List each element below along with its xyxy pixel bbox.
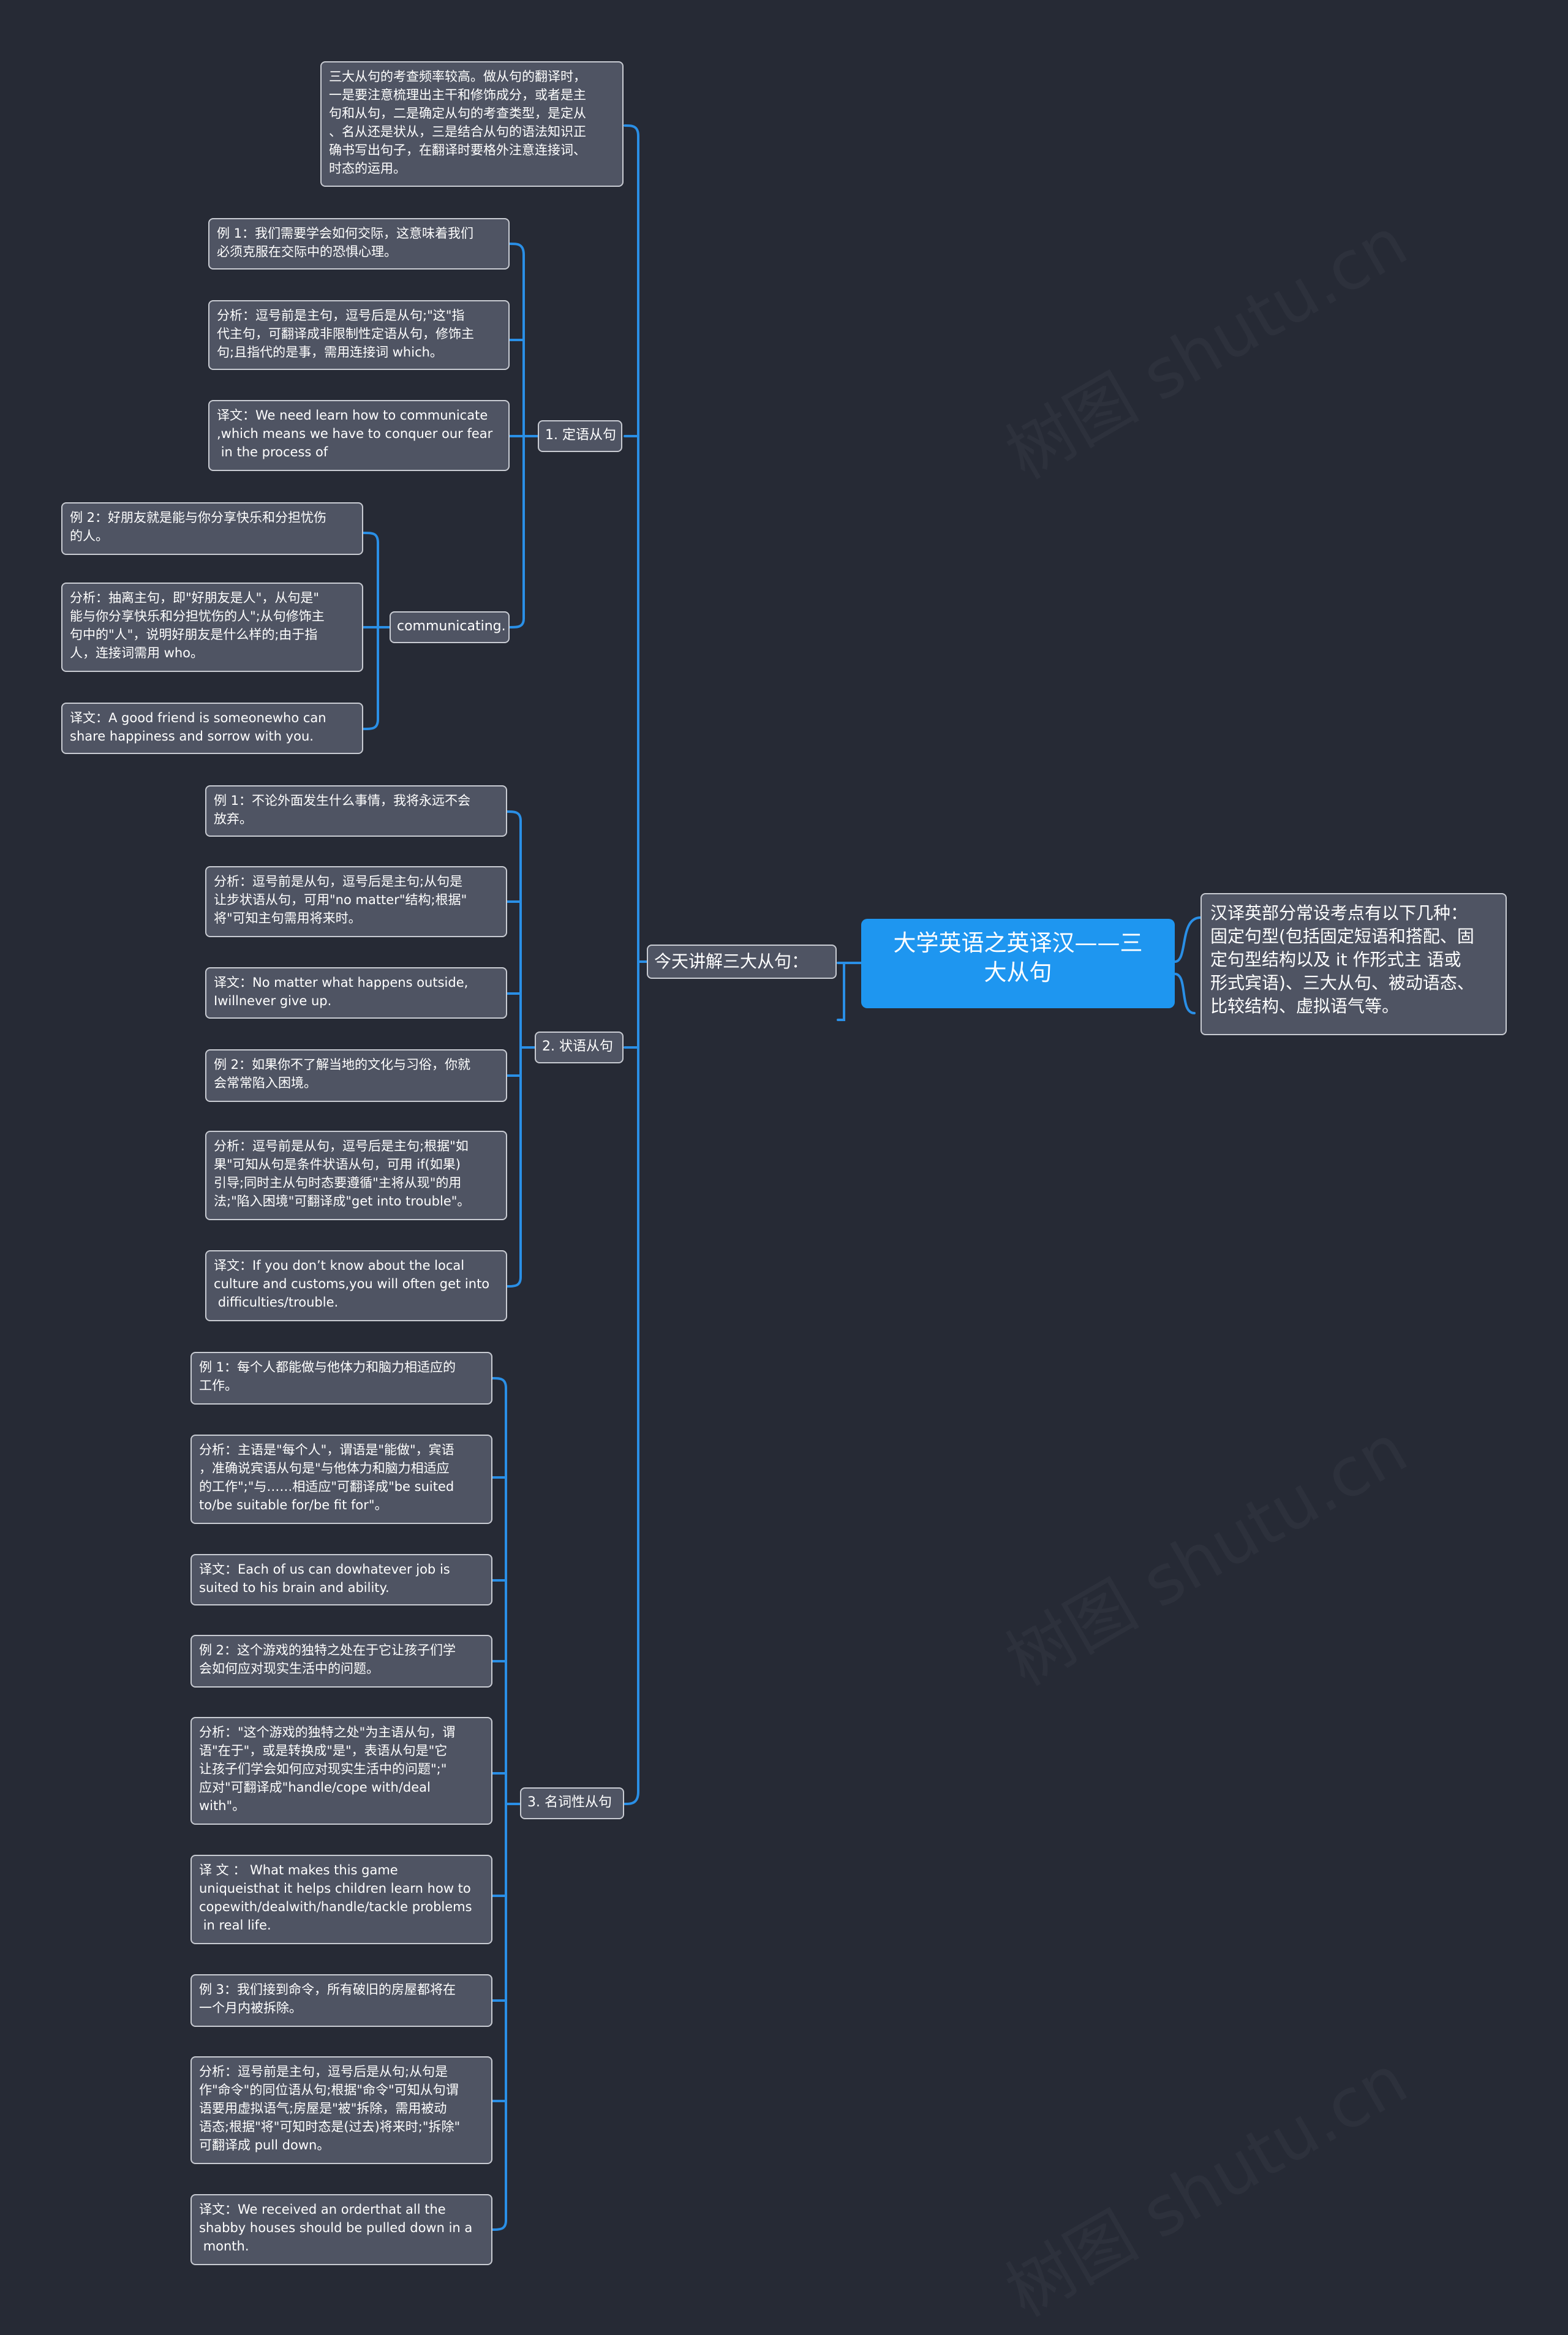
nominal-translation-1[interactable]: 译文：Each of us can dowhatever job is suit… <box>190 1554 492 1605</box>
root-topic[interactable]: 大学英语之英译汉——三 大从句 <box>861 919 1175 1008</box>
attributive-analysis-1[interactable]: 分析：逗号前是主句，逗号后是从句;"这"指 代主句，可翻译成非限制性定语从句，修… <box>208 300 510 370</box>
connector-root-right-2 <box>1174 973 1196 1014</box>
intro-note[interactable]: 三大从句的考查频率较高。做从句的翻译时， 一是要注意梳理出主干和修饰成分，或者是… <box>320 61 624 187</box>
nominal-analysis-1[interactable]: 分析：主语是"每个人"，谓语是"能做"，宾语 ，准确说宾语从句是"与他体力和脑力… <box>190 1435 492 1524</box>
branch-attributive-clause[interactable]: 1. 定语从句 <box>538 420 622 452</box>
attributive-analysis-2[interactable]: 分析：抽离主句，即"好朋友是人"，从句是" 能与你分享快乐和分担忧伤的人";从句… <box>61 583 363 672</box>
nominal-translation-2[interactable]: 译 文 ： What makes this game uniqueisthat … <box>190 1855 492 1944</box>
connector-main-nominal <box>624 960 639 1805</box>
attributive-example-1[interactable]: 例 1：我们需要学会如何交际，这意味着我们 必须克服在交际中的恐惧心理。 <box>208 218 510 270</box>
attributive-translation-2[interactable]: 译文：A good friend is someonewho can share… <box>61 703 363 754</box>
connector-main-intro <box>624 124 647 963</box>
adverbial-analysis-2[interactable]: 分析：逗号前是从句，逗号后是主句;根据"如 果"可知从句是条件状语从句，可用 i… <box>205 1131 507 1220</box>
main-branch-three-clauses[interactable]: 今天讲解三大从句： <box>647 945 837 979</box>
nominal-translation-3[interactable]: 译文：We received an orderthat all the shab… <box>190 2194 492 2265</box>
nominal-analysis-3[interactable]: 分析：逗号前是主句，逗号后是从句;从句是 作"命令"的同位语从句;根据"命令"可… <box>190 2056 492 2164</box>
branch-nominal-clause[interactable]: 3. 名词性从句 <box>520 1787 624 1819</box>
adverbial-translation-2[interactable]: 译文：If you don’t know about the local cul… <box>205 1250 507 1321</box>
exam-points-note[interactable]: 汉译英部分常设考点有以下几种： 固定句型(包括固定短语和搭配、固 定句型结构以及… <box>1200 893 1507 1035</box>
nominal-example-3[interactable]: 例 3：我们接到命令，所有破旧的房屋都将在 一个月内被拆除。 <box>190 1974 492 2027</box>
branch-adverbial-clause[interactable]: 2. 状语从句 <box>535 1032 624 1063</box>
adverbial-analysis-1[interactable]: 分析：逗号前是从句，逗号后是主句;从句是 让步状语从句，可用"no matter… <box>205 866 507 937</box>
adverbial-example-2[interactable]: 例 2：如果你不了解当地的文化与习俗，你就 会常常陷入困境。 <box>205 1049 507 1102</box>
connector-root-main <box>837 962 862 1021</box>
attributive-translation-1[interactable]: 译文：We need learn how to communicate ,whi… <box>208 400 510 471</box>
connector-attr-ex1 <box>509 243 538 437</box>
adverbial-example-1[interactable]: 例 1：不论外面发生什么事情，我将永远不会 放弃。 <box>205 785 507 837</box>
connector-root-right <box>1174 916 1202 963</box>
nominal-analysis-2[interactable]: 分析："这个游戏的独特之处"为主语从句，谓 语"在于"，或是转换成"是"，表语从… <box>190 1717 492 1825</box>
attributive-example-2[interactable]: 例 2：好朋友就是能与你分享快乐和分担忧伤 的人。 <box>61 502 363 555</box>
branch-communicating[interactable]: communicating. <box>390 611 510 643</box>
adverbial-translation-1[interactable]: 译文：No matter what happens outside, Iwill… <box>205 967 507 1019</box>
nominal-example-1[interactable]: 例 1：每个人都能做与他体力和脑力相适应的 工作。 <box>190 1352 492 1405</box>
nominal-example-2[interactable]: 例 2：这个游戏的独特之处在于它让孩子们学 会如何应对现实生活中的问题。 <box>190 1635 492 1688</box>
